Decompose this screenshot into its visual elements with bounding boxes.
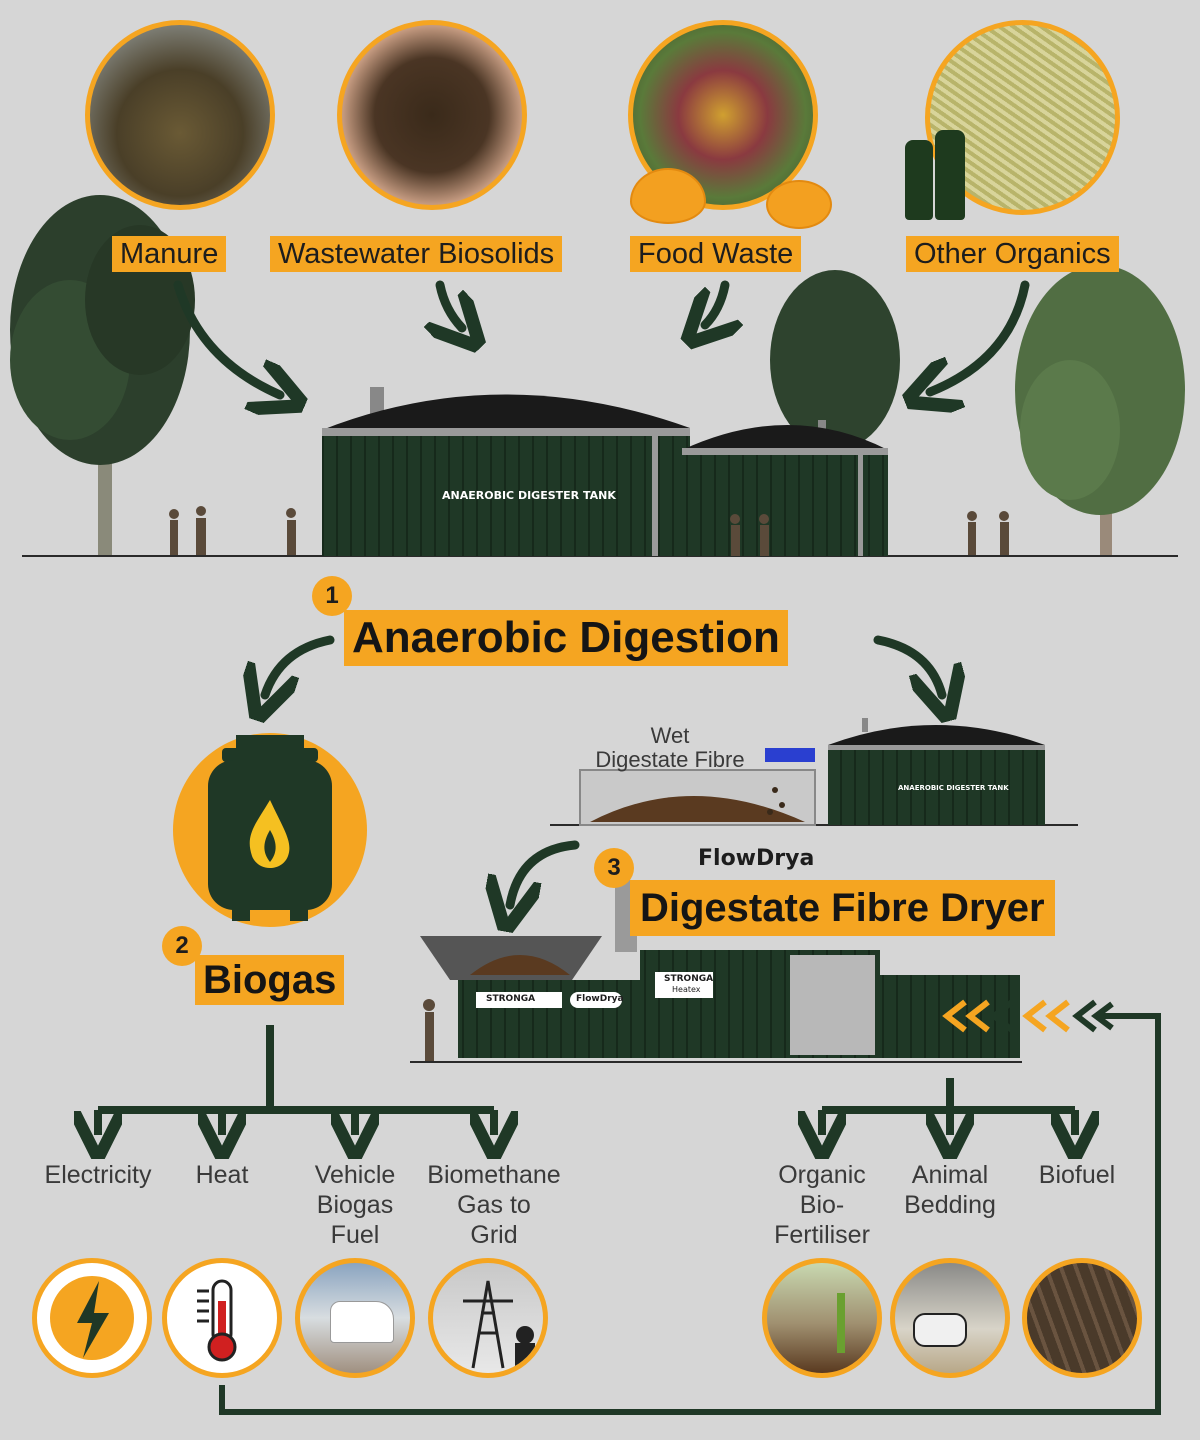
- step-2-title: Biogas: [195, 955, 345, 1005]
- small-digester-tank-label: ANAEROBIC DIGESTER TANK: [898, 784, 1009, 792]
- dryer-brand-flowdrya: FlowDrya: [576, 994, 624, 1004]
- input-label-other-organics: Other Organics: [906, 236, 1119, 272]
- step-1-number: 1: [312, 576, 352, 616]
- cows-bedding-photo: [890, 1258, 1010, 1378]
- manure-photo: [85, 20, 275, 210]
- input-label-biosolids: Wastewater Biosolids: [270, 236, 563, 272]
- output-label-biofuel: Biofuel: [1038, 1161, 1116, 1189]
- digester-tank-secondary: [682, 420, 888, 556]
- biosolids-photo: [337, 20, 527, 210]
- step-3-title: Digestate Fibre Dryer: [630, 880, 1055, 936]
- step-3-number: 3: [594, 848, 634, 888]
- output-label-heat: Heat: [195, 1161, 249, 1189]
- people-icons: [169, 506, 1009, 1062]
- digester-tank-label: ANAEROBIC DIGESTER TANK: [442, 489, 616, 502]
- beer-bottle-icon: [905, 140, 933, 220]
- step-1-title: Anaerobic Digestion: [344, 610, 788, 666]
- digester-tank-small: [828, 718, 1045, 825]
- tree-right-icon: [1015, 265, 1185, 555]
- beer-bottle-icon: [935, 130, 965, 220]
- output-label-biomethane: Biomethane Gas to Grid: [427, 1161, 561, 1249]
- orange-slice-icon: [766, 180, 832, 229]
- heatex-brand: STRONGA: [664, 974, 714, 984]
- van-icon: [330, 1301, 394, 1343]
- digester-tank-main: [322, 387, 690, 556]
- thermometer-icon: [162, 1258, 282, 1378]
- heatex-label: Heatex: [672, 985, 701, 994]
- lightning-icon: [32, 1258, 152, 1378]
- seedling-icon: [837, 1293, 845, 1353]
- output-label-bio-fertiliser: Organic Bio- Fertiliser: [774, 1161, 870, 1249]
- dryer-brand-stronga: STRONGA: [486, 994, 536, 1004]
- pylon-photo: [428, 1258, 548, 1378]
- output-label-animal-bedding: Animal Bedding: [904, 1161, 996, 1219]
- pellets-photo: [1022, 1258, 1142, 1378]
- cow-icon: [913, 1313, 967, 1347]
- output-label-vehicle-fuel: Vehicle Biogas Fuel: [314, 1161, 396, 1249]
- soil-seedling-photo: [762, 1258, 882, 1378]
- dryer-machine: [410, 880, 1097, 1063]
- wet-fibre-label: Wet Digestate Fibre: [595, 723, 745, 772]
- input-label-food-waste: Food Waste: [630, 236, 802, 272]
- wet-fibre-bunker: [550, 748, 1078, 826]
- van-photo: [295, 1258, 415, 1378]
- other-organics-photo: [925, 20, 1120, 215]
- orange-slice-icon: [630, 168, 706, 224]
- input-label-manure: Manure: [112, 236, 227, 272]
- flowdrya-brand: FlowDrya: [698, 846, 815, 871]
- biogas-tank-icon: [173, 733, 367, 927]
- output-label-electricity: Electricity: [44, 1161, 152, 1189]
